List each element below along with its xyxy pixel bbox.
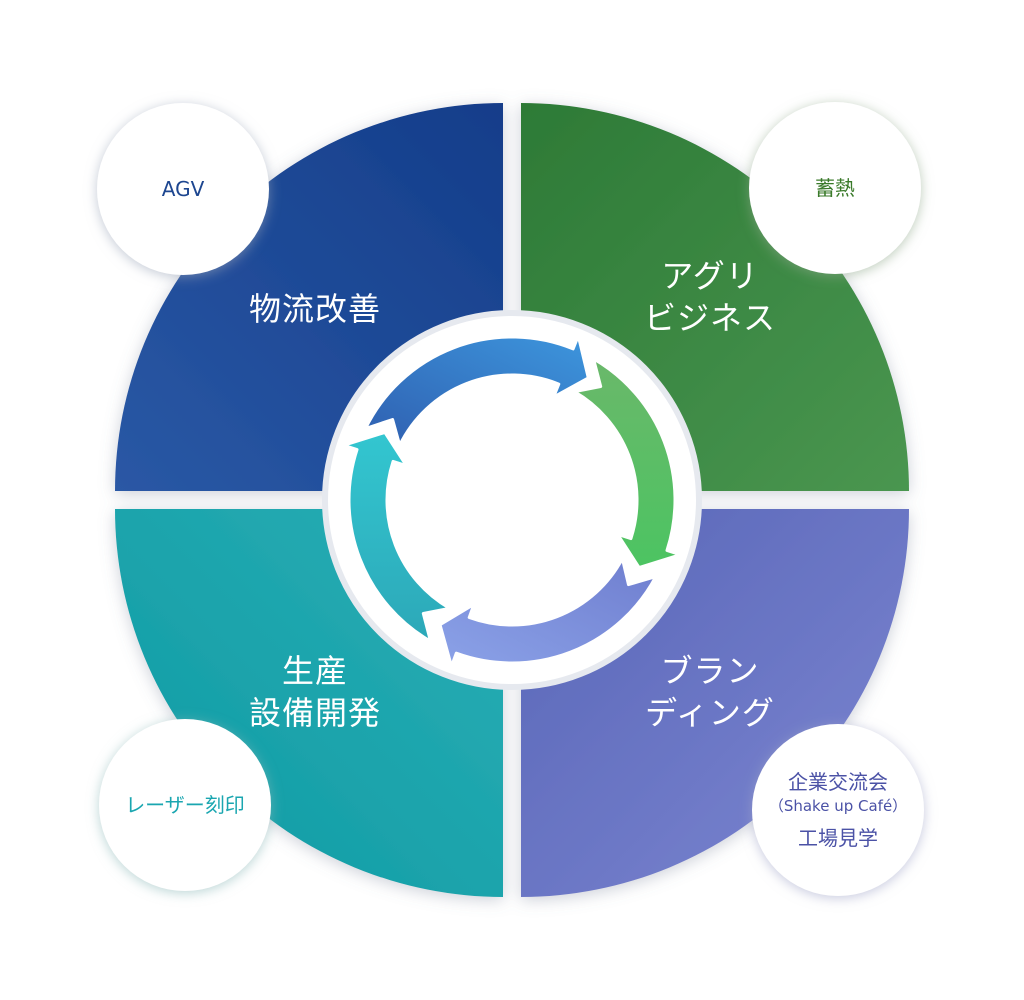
bubble-exchange-line3: 工場見学	[798, 826, 878, 850]
quadrant-label-branding: ブラン ディング	[645, 652, 775, 732]
quadrant-label-logistics: 物流改善	[248, 290, 381, 328]
bubble-agv-circle	[97, 103, 269, 275]
cycle-arrow-purple	[438, 557, 658, 668]
bubble-thermal-circle	[749, 102, 921, 274]
bubble-exchange-circle	[752, 724, 924, 896]
bubble-agv-text: AGV	[161, 177, 205, 201]
bubble-thermal-text: 蓄熱	[815, 176, 855, 200]
quadrant-label-production: 生産 設備開発	[248, 652, 381, 732]
bubble-exchange: 企業交流会 （Shake up Café） 工場見学	[758, 745, 918, 875]
bubble-exchange-line1: 企業交流会	[788, 770, 888, 794]
cycle-arrows	[342, 334, 682, 668]
cycle-arrow-green	[573, 357, 682, 570]
bubble-thermal: 蓄熱	[765, 118, 905, 258]
bubble-laser-text: レーザー刻印	[125, 793, 245, 817]
bubble-laser: レーザー刻印	[105, 735, 265, 875]
cycle-arrow-teal	[342, 430, 451, 643]
quadrant-label-agri: アグリ ビジネス	[643, 257, 776, 337]
cycle-arrow-blue	[364, 334, 590, 447]
bubble-laser-circle	[99, 719, 271, 891]
bubble-agv: AGV	[113, 119, 253, 259]
bubble-exchange-line2: （Shake up Café）	[768, 797, 908, 815]
